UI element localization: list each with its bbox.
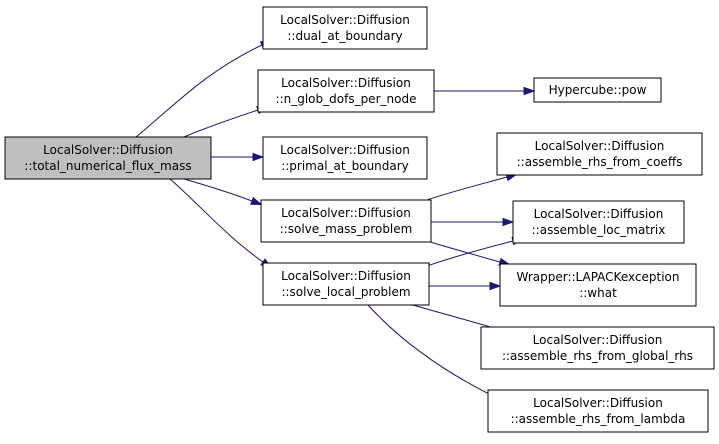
- node-box[interactable]: [487, 389, 709, 433]
- edge-line: [135, 44, 263, 138]
- node-label-line1: LocalSolver::Diffusion: [281, 76, 411, 90]
- node-box[interactable]: [496, 132, 703, 176]
- node-root[interactable]: LocalSolver::Diffusion::total_numerical_…: [4, 136, 212, 180]
- node-label-line1: LocalSolver::Diffusion: [43, 143, 173, 157]
- node-primal[interactable]: LocalSolver::Diffusion::primal_at_bounda…: [262, 136, 428, 180]
- node-box[interactable]: [262, 136, 428, 180]
- node-label-line2: ::dual_at_boundary: [287, 29, 402, 43]
- node-label-line2: ::assemble_rhs_from_lambda: [511, 412, 686, 426]
- node-label-line1: LocalSolver::Diffusion: [533, 396, 663, 410]
- edge-massprob-to-locmatrix: [431, 217, 515, 227]
- arrowhead-icon: [502, 217, 515, 227]
- node-lapack[interactable]: Wrapper::LAPACKexception::what: [499, 263, 697, 307]
- node-coeffs[interactable]: LocalSolver::Diffusion::assemble_rhs_fro…: [496, 132, 703, 176]
- node-globalrhs[interactable]: LocalSolver::Diffusion::assemble_rhs_fro…: [480, 326, 715, 370]
- node-label-line2: ::assemble_loc_matrix: [532, 223, 666, 237]
- node-label-line2: ::total_numerical_flux_mass: [24, 159, 191, 173]
- node-locmatrix[interactable]: LocalSolver::Diffusion::assemble_loc_mat…: [512, 200, 685, 244]
- edge-localprob-to-lapack: [428, 281, 502, 291]
- arrowhead-icon: [523, 86, 536, 96]
- node-label-line2: ::assemble_rhs_from_coeffs: [517, 155, 683, 169]
- node-label-line1: Wrapper::LAPACKexception: [517, 270, 680, 284]
- node-box[interactable]: [533, 77, 662, 103]
- node-lambda[interactable]: LocalSolver::Diffusion::assemble_rhs_fro…: [487, 389, 709, 433]
- call-nodes: LocalSolver::Diffusion::total_numerical_…: [4, 6, 715, 433]
- edge-line: [426, 240, 514, 267]
- node-box[interactable]: [4, 136, 212, 180]
- edge-line: [169, 178, 264, 263]
- edge-root-to-nglob: [183, 106, 269, 138]
- node-label-line1: LocalSolver::Diffusion: [535, 139, 665, 153]
- node-label-line1: LocalSolver::Diffusion: [281, 206, 411, 220]
- node-box[interactable]: [257, 69, 435, 113]
- arrowhead-icon: [252, 152, 265, 162]
- edge-root-to-localprob: [169, 178, 273, 269]
- node-label-line2: ::what: [579, 286, 617, 300]
- edge-line: [183, 109, 259, 138]
- node-nglob[interactable]: LocalSolver::Diffusion::n_glob_dofs_per_…: [257, 69, 435, 113]
- node-label-line1: LocalSolver::Diffusion: [533, 333, 663, 347]
- node-pow[interactable]: Hypercube::pow: [533, 77, 662, 103]
- node-box[interactable]: [260, 199, 432, 243]
- edge-root-to-massprob: [183, 178, 263, 206]
- edge-line: [426, 240, 501, 263]
- node-label-line2: ::assemble_rhs_from_global_rhs: [502, 349, 693, 363]
- edge-line: [183, 178, 253, 202]
- node-dual[interactable]: LocalSolver::Diffusion::dual_at_boundary: [262, 6, 428, 50]
- edge-localprob-to-locmatrix: [426, 237, 525, 267]
- node-box[interactable]: [262, 6, 428, 50]
- node-label-line2: ::primal_at_boundary: [281, 159, 409, 173]
- edge-root-to-primal: [211, 152, 265, 162]
- node-localprob[interactable]: LocalSolver::Diffusion::solve_local_prob…: [262, 262, 430, 306]
- edge-massprob-to-coeffs: [426, 173, 519, 201]
- node-label-line2: ::solve_mass_problem: [280, 222, 413, 236]
- node-label: Hypercube::pow: [549, 83, 647, 97]
- node-label-line1: LocalSolver::Diffusion: [534, 207, 664, 221]
- arrowhead-icon: [250, 196, 263, 206]
- node-massprob[interactable]: LocalSolver::Diffusion::solve_mass_probl…: [260, 199, 432, 243]
- node-box[interactable]: [480, 326, 715, 370]
- node-label-line1: LocalSolver::Diffusion: [280, 13, 410, 27]
- edge-line: [367, 304, 498, 399]
- node-box[interactable]: [512, 200, 685, 244]
- node-label-line1: LocalSolver::Diffusion: [280, 143, 410, 157]
- edge-root-to-dual: [135, 40, 273, 138]
- edge-nglob-to-pow: [434, 86, 536, 96]
- arrowhead-icon: [489, 281, 502, 291]
- node-box[interactable]: [262, 262, 430, 306]
- node-label-line1: LocalSolver::Diffusion: [281, 269, 411, 283]
- node-label-line2: ::n_glob_dofs_per_node: [276, 92, 417, 106]
- edge-line: [426, 176, 508, 201]
- node-label-line2: ::solve_local_problem: [281, 285, 410, 299]
- node-box[interactable]: [499, 263, 697, 307]
